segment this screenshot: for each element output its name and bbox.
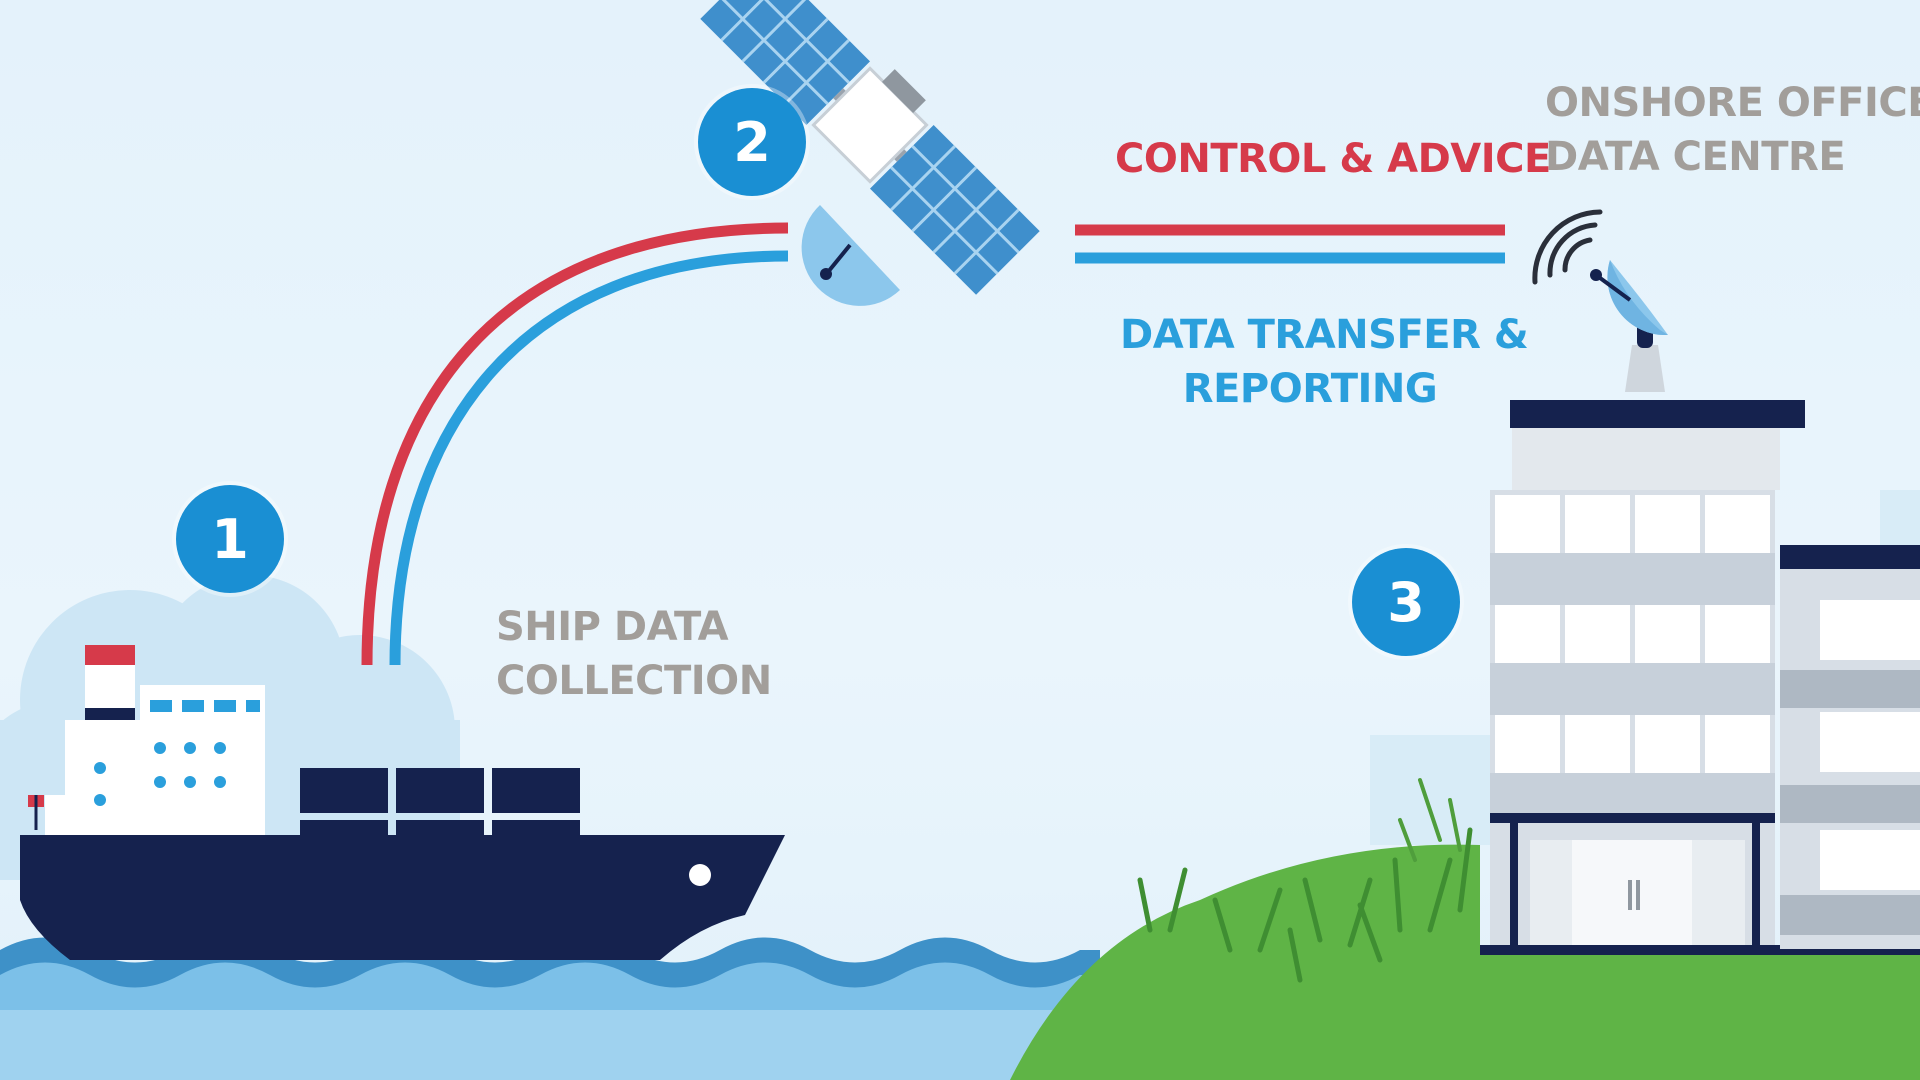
ship-icon: [20, 645, 785, 960]
wifi-signal-icon: [1532, 209, 1603, 285]
label-line: ONSHORE OFFICE: [1545, 80, 1920, 126]
label-line: DATA TRANSFER &: [1120, 312, 1529, 358]
grass-icon: [1010, 778, 1920, 1080]
label-line: REPORTING: [1182, 366, 1438, 412]
ship-satellite-link: [361, 222, 789, 666]
data-transfer-reporting-label: DATA TRANSFER & REPORTING: [1120, 308, 1529, 416]
step-1-badge: 1: [176, 485, 284, 593]
cloud-icon: [1370, 490, 1920, 845]
label-line: SHIP DATA: [496, 604, 729, 650]
step-2-badge: 2: [698, 88, 806, 196]
label-line: COLLECTION: [496, 658, 772, 704]
ship-data-collection-label: SHIP DATA COLLECTION: [496, 600, 772, 708]
satellite-office-link: [1075, 224, 1505, 264]
label-line: DATA CENTRE: [1545, 134, 1846, 180]
onshore-office-label: ONSHORE OFFICE DATA CENTRE: [1545, 76, 1920, 184]
satellite-icon: [700, 0, 1040, 306]
step-3-badge: 3: [1352, 548, 1460, 656]
satellite-dish-icon: [1590, 260, 1668, 392]
control-advice-label: CONTROL & ADVICE: [1115, 136, 1551, 182]
office-building-icon: [1480, 400, 1920, 955]
